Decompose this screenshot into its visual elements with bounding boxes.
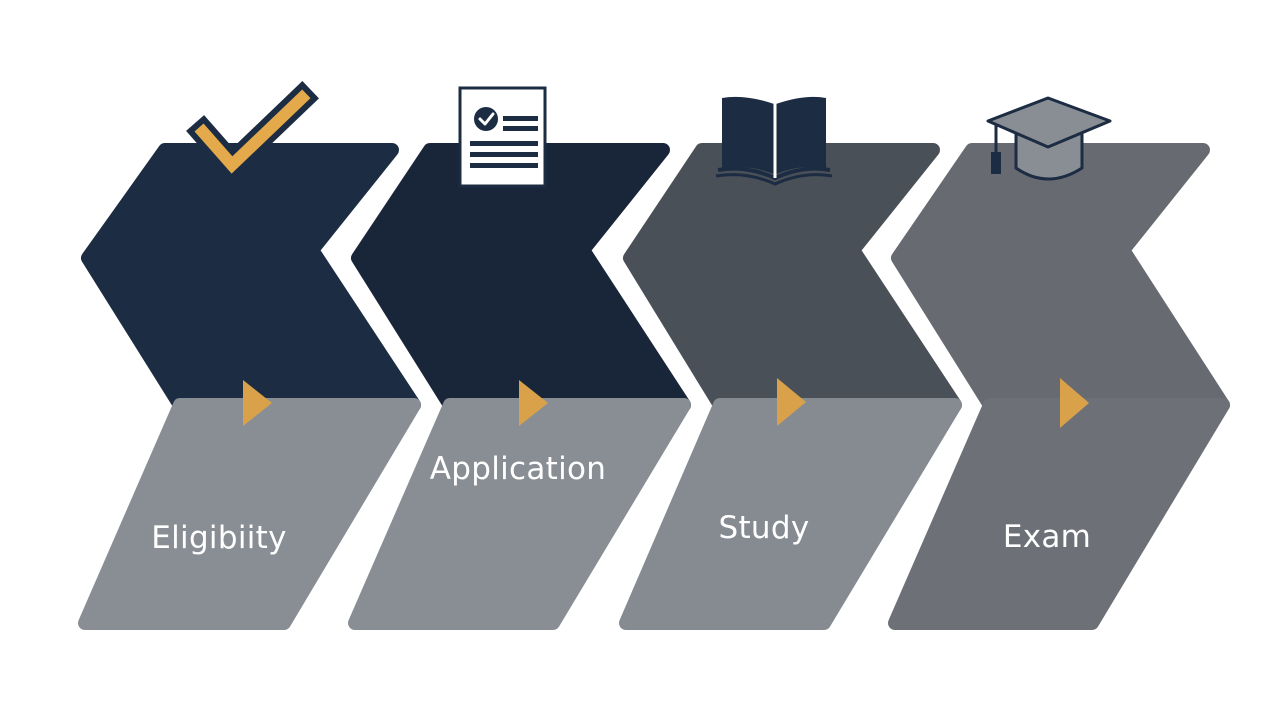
step-application-bottom-shape bbox=[348, 398, 691, 630]
step-study-bottom-shape bbox=[619, 398, 962, 630]
step-application: Application bbox=[348, 86, 691, 630]
step-eligibility: Eligibiity bbox=[78, 81, 421, 630]
step-eligibility-arrow-marker bbox=[243, 380, 272, 426]
step-study-arrow-marker bbox=[777, 378, 806, 426]
step-exam-label: Exam bbox=[1003, 519, 1091, 555]
step-exam: Exam bbox=[888, 96, 1230, 630]
step-exam-bottom-shape bbox=[888, 398, 1230, 630]
step-study: Study bbox=[619, 96, 962, 630]
document-icon bbox=[458, 86, 547, 188]
step-application-label: Application bbox=[430, 451, 607, 487]
open-book-icon bbox=[715, 96, 833, 186]
step-exam-top-shape bbox=[891, 143, 1230, 412]
step-eligibility-bottom-shape bbox=[78, 398, 421, 630]
step-study-label: Study bbox=[718, 510, 809, 546]
graduation-cap-icon bbox=[986, 96, 1112, 181]
step-exam-arrow-marker bbox=[1060, 378, 1089, 428]
step-eligibility-label: Eligibiity bbox=[151, 520, 287, 556]
checkmark-icon bbox=[186, 81, 319, 183]
step-application-arrow-marker bbox=[519, 380, 548, 426]
